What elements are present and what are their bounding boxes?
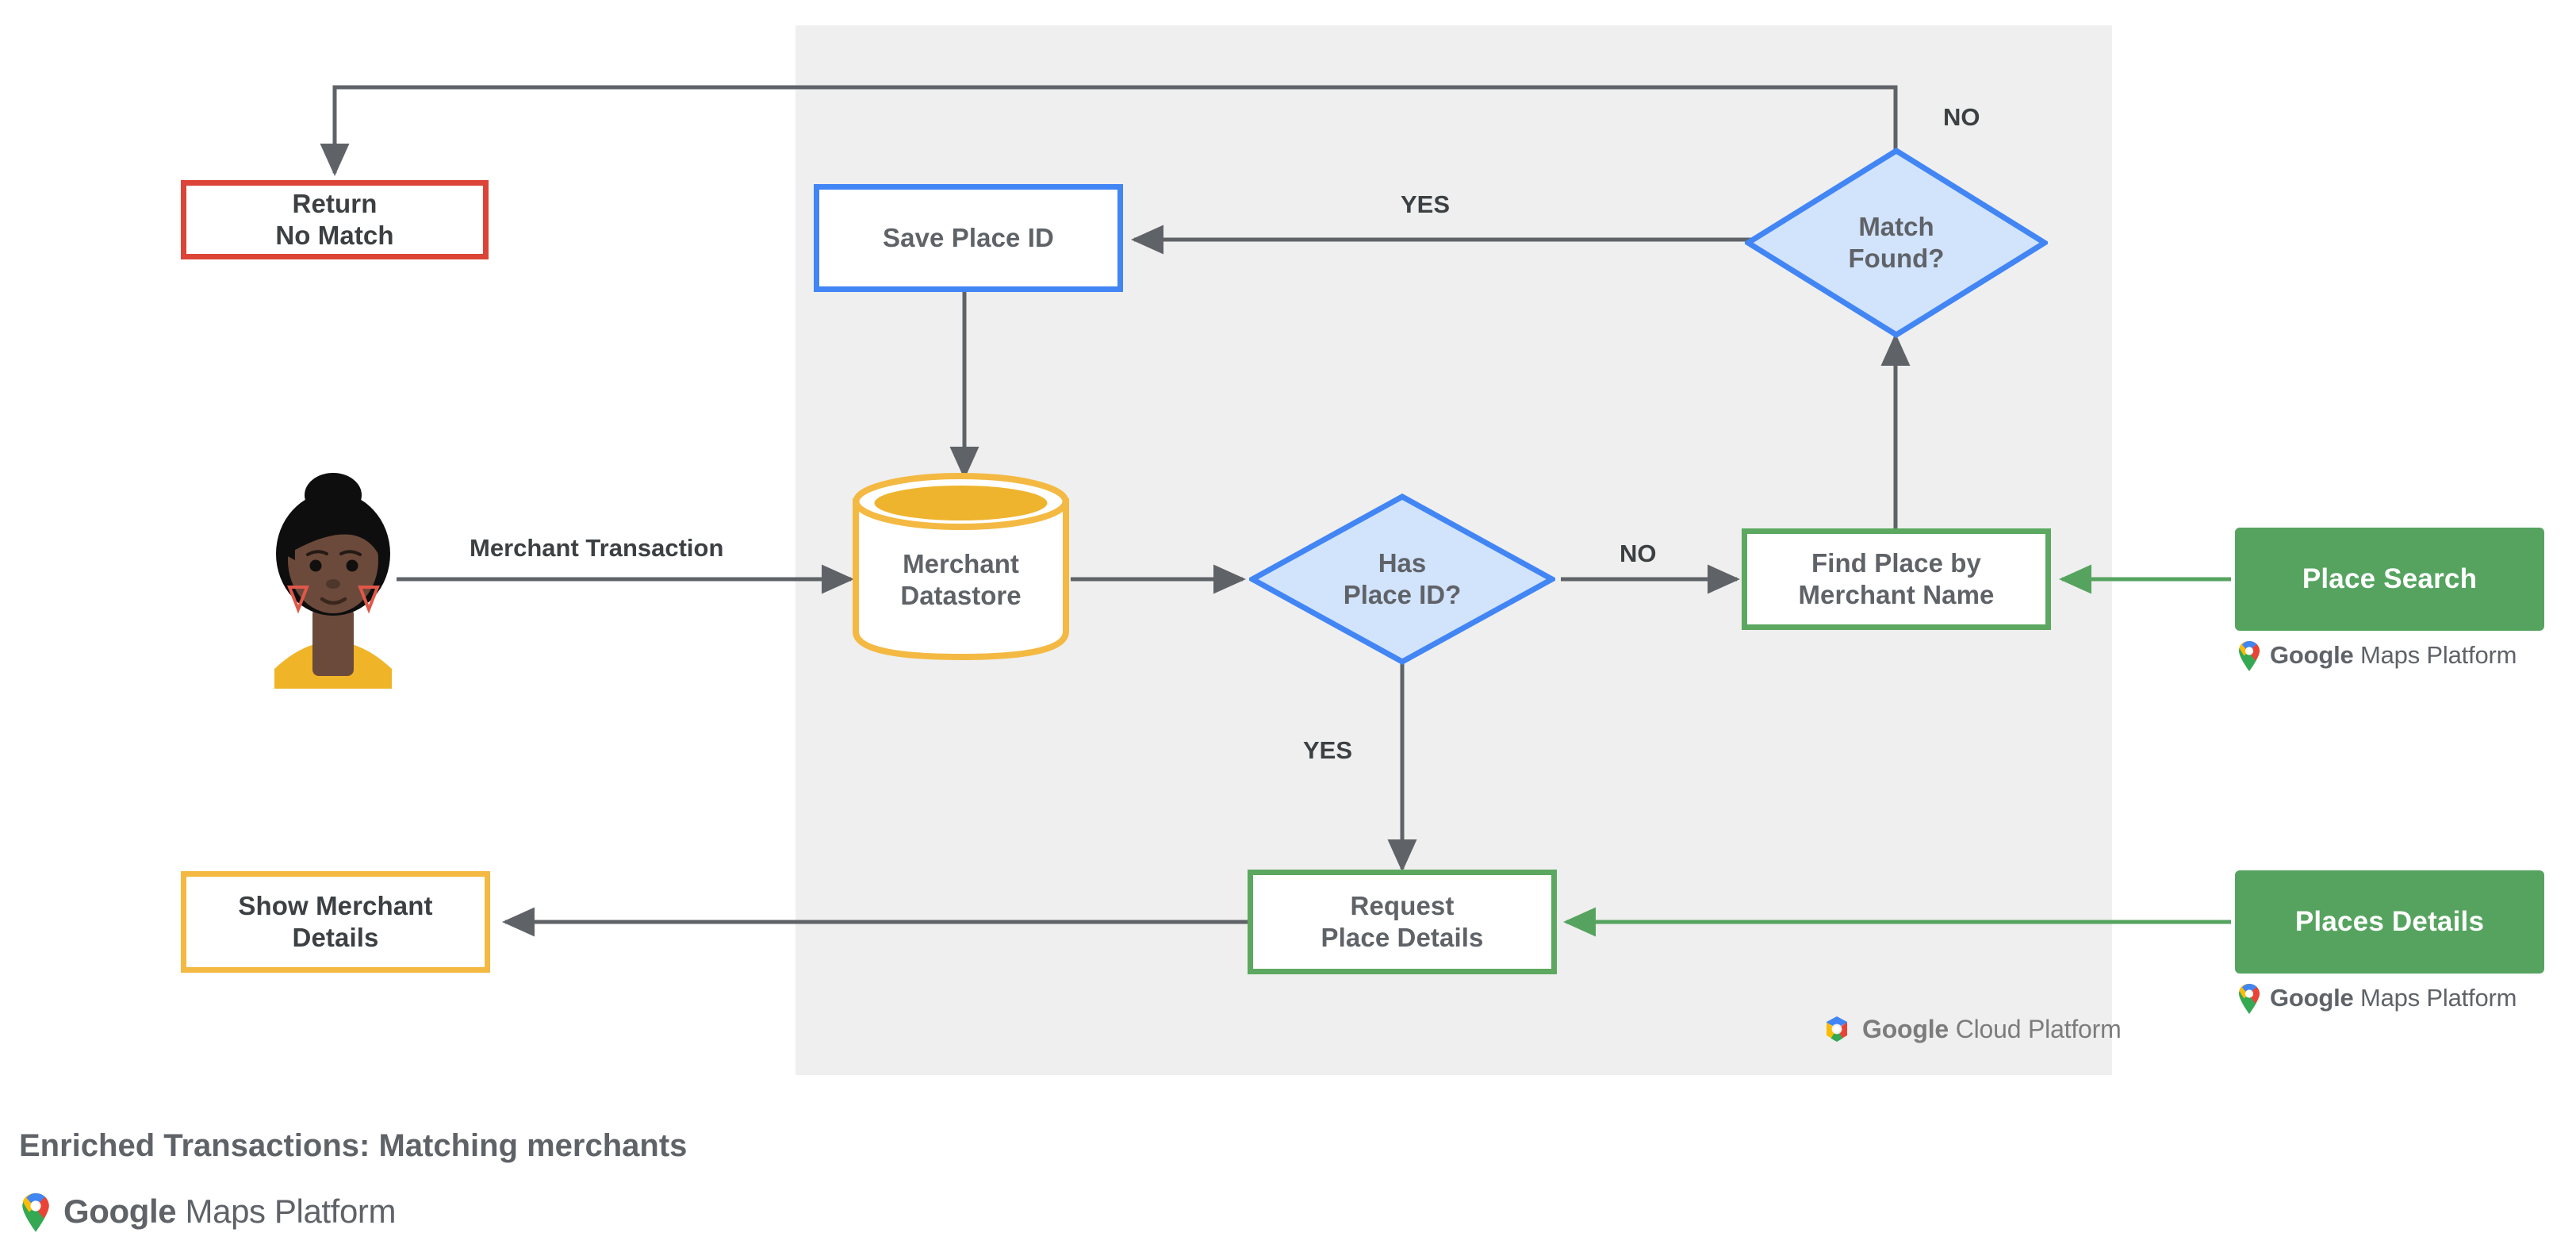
edge-label-has-place-id-yes: YES — [1303, 736, 1353, 764]
google-maps-pin-icon — [22, 1192, 49, 1232]
edge-label-match-found-yes: YES — [1401, 190, 1451, 218]
google-maps-pin-icon — [2239, 984, 2260, 1014]
google-cloud-platform-logo: Google Cloud Platform — [1821, 1014, 2122, 1044]
diagram-caption: Enriched Transactions: Matching merchant… — [19, 1128, 688, 1163]
node-request-place-details-label: Request Place Details — [1321, 890, 1484, 952]
node-merchant-datastore[interactable]: Merchant Datastore — [851, 471, 1071, 662]
google-maps-pin-icon — [2239, 641, 2260, 671]
api-box-place-search[interactable]: Place Search — [2235, 528, 2544, 631]
node-save-place-id[interactable]: Save Place ID — [814, 184, 1123, 292]
edge-label-match-found-no: NO — [1943, 103, 1980, 131]
google-cloud-platform-logo-text: Google Cloud Platform — [1862, 1014, 2122, 1043]
node-return-no-match[interactable]: Return No Match — [181, 180, 489, 259]
node-find-place-by-merchant-name[interactable]: Find Place by Merchant Name — [1742, 528, 2051, 630]
google-cloud-hexagon-icon — [1827, 1016, 1847, 1042]
node-save-place-id-label: Save Place ID — [883, 222, 1054, 252]
merchant-customer-avatar — [262, 467, 404, 689]
footer-maps-platform-logo-text: Google Maps Platform — [63, 1192, 397, 1230]
api-box-places-details-label: Places Details — [2294, 906, 2485, 937]
places-details-maps-platform-logo-text: Google Maps Platform — [2270, 984, 2517, 1012]
api-box-places-details[interactable]: Places Details — [2235, 870, 2544, 974]
node-has-place-id[interactable]: Has Place ID? — [1249, 494, 1555, 665]
node-show-merchant-details[interactable]: Show Merchant Details — [181, 871, 490, 973]
edge-label-has-place-id-no: NO — [1620, 540, 1657, 567]
place-search-maps-platform-logo-text: Google Maps Platform — [2270, 641, 2517, 669]
node-find-place-by-merchant-name-label: Find Place by Merchant Name — [1798, 547, 1995, 609]
node-show-merchant-details-label: Show Merchant Details — [238, 890, 433, 952]
node-match-found[interactable]: Match Found? — [1745, 148, 2048, 338]
edge-label-merchant-transaction: Merchant Transaction — [470, 534, 724, 562]
node-return-no-match-label: Return No Match — [275, 188, 394, 250]
place-search-maps-platform-logo: Google Maps Platform — [2237, 639, 2517, 672]
api-box-place-search-label: Place Search — [2302, 563, 2478, 594]
places-details-maps-platform-logo: Google Maps Platform — [2237, 981, 2517, 1015]
node-request-place-details[interactable]: Request Place Details — [1248, 870, 1557, 974]
footer-maps-platform-logo: Google Maps Platform — [19, 1190, 396, 1233]
